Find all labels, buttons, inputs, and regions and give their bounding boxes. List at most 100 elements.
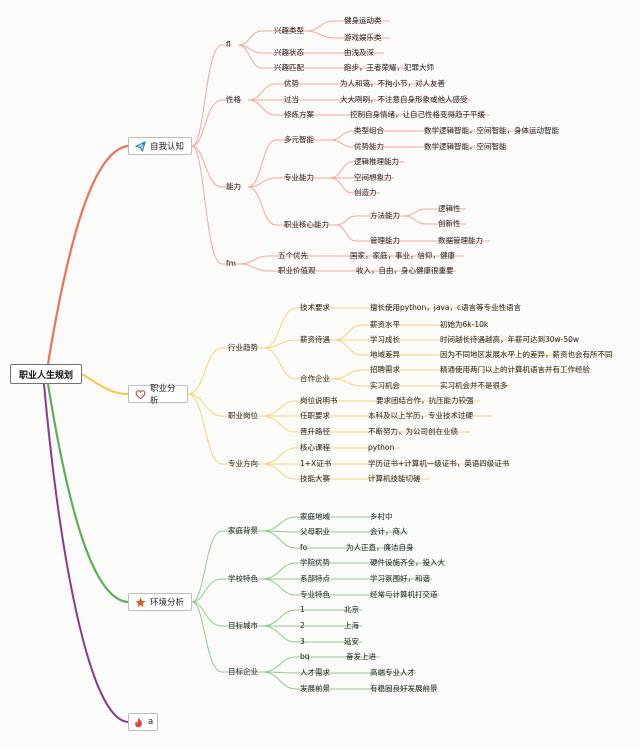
node-industry-trend[interactable]: 行业趋势 (228, 343, 258, 352)
node-skill-contest-value[interactable]: 计算机技能切磋 (368, 474, 421, 483)
node-logicality[interactable]: 逻辑性 (438, 204, 461, 213)
node-city-1[interactable]: 1 (300, 605, 305, 614)
node-fo[interactable]: fo (300, 543, 308, 552)
node-hobbies[interactable]: 跑步，王者荣耀，犯罪大师 (344, 63, 434, 72)
node-job-description[interactable]: 岗位说明书 (300, 396, 338, 405)
node-five-priorities-value[interactable]: 国家，家庭，事业，信仰，健康 (350, 251, 455, 260)
node-fo-value[interactable]: 为人正直，廉洁自身 (346, 543, 414, 552)
node-method-ability[interactable]: 方法能力 (370, 211, 400, 220)
node-data-management[interactable]: 数据管理能力 (438, 236, 483, 245)
node-job-requirement-value[interactable]: 本科及以上学历，专业技术过硬 (368, 411, 473, 420)
node-target-city[interactable]: 目标城市 (228, 621, 258, 630)
node-city-2-value[interactable]: 上海 (344, 621, 359, 630)
node-practice-plan-value[interactable]: 控制自身情绪，让自己性格变得趋于平缓 (350, 110, 485, 119)
node-regional-difference-value[interactable]: 因为不同地区发展水平上的差异，薪资也会有所不同 (440, 350, 613, 359)
node-bq-value[interactable]: 奋发上进 (346, 652, 376, 661)
node-major-feature[interactable]: 专业特色 (300, 590, 330, 599)
node-logic-reasoning[interactable]: 逻辑推理能力 (354, 157, 399, 166)
node-development-prospect[interactable]: 发展前景 (300, 684, 330, 693)
node-city-3[interactable]: 3 (300, 637, 305, 646)
node-department-feature-value[interactable]: 学习氛围好，和谐 (370, 574, 430, 583)
node-salary-level[interactable]: 薪资水平 (370, 320, 400, 329)
node-excess[interactable]: 过当 (284, 95, 299, 104)
node-tech-requirement-value[interactable]: 擅长使用python，java，c语言等专业性语言 (370, 303, 522, 312)
node-city-3-value[interactable]: 延安 (344, 637, 359, 646)
node-core-course-value[interactable]: python (368, 443, 395, 452)
node-internship[interactable]: 实习机会 (370, 381, 400, 390)
node-multiple-intelligence[interactable]: 多元智能 (284, 135, 314, 144)
node-salary-level-value[interactable]: 初始为6k-10k (440, 320, 489, 329)
branch-self[interactable]: 自我认知 (128, 137, 192, 155)
node-parents-job[interactable]: 父母职业 (300, 527, 330, 536)
node-practice-plan[interactable]: 修炼方案 (284, 110, 314, 119)
node-fitness[interactable]: 健身运动类 (344, 16, 382, 25)
node-interest-match[interactable]: 兴趣匹配 (274, 63, 304, 72)
branch-career[interactable]: 职业分析 (128, 384, 188, 406)
node-spatial-imagination[interactable]: 空间想象力 (354, 173, 392, 182)
node-major-direction[interactable]: 专业方向 (228, 459, 258, 468)
node-shallow-deep[interactable]: 由浅及深 (344, 48, 374, 57)
node-management-ability[interactable]: 管理能力 (370, 236, 400, 245)
node-type-combination-value[interactable]: 数学逻辑智能，空间智能，身体运动智能 (424, 126, 559, 135)
branch-career-label: 职业分析 (150, 384, 176, 406)
node-city-2[interactable]: 2 (300, 621, 305, 630)
node-job-description-value[interactable]: 要求团结合作，抗压能力较强 (376, 396, 474, 405)
node-professional-ability[interactable]: 专业能力 (284, 173, 314, 182)
node-core-ability[interactable]: 职业核心能力 (284, 220, 329, 229)
node-family-region[interactable]: 家庭地域 (300, 512, 330, 521)
node-core-course[interactable]: 核心课程 (300, 443, 330, 452)
branch-env[interactable]: 环境分析 (128, 593, 192, 611)
node-college-advantage-value[interactable]: 硬件设施齐全，投入大 (370, 558, 445, 567)
node-five-priorities[interactable]: 五个优先 (278, 251, 308, 260)
node-strength[interactable]: 优势 (284, 79, 299, 88)
node-salary[interactable]: 薪资待遇 (300, 335, 330, 344)
node-recruitment-demand[interactable]: 招聘需求 (370, 365, 400, 374)
node-learning-growth-value[interactable]: 时间越长待遇越高，年薪可达到30w-50w (440, 335, 580, 344)
node-tech-requirement[interactable]: 技术要求 (300, 303, 330, 312)
node-interest-state[interactable]: 兴趣状态 (274, 48, 304, 57)
node-parents-job-value[interactable]: 会计，商人 (370, 527, 408, 536)
node-innovation[interactable]: 创新性 (438, 219, 461, 228)
node-strength-value[interactable]: 为人和蔼，不拘小节，对人友善 (340, 79, 445, 88)
node-talent-demand-value[interactable]: 高端专业人才 (370, 668, 415, 677)
node-family-region-value[interactable]: 乡村中 (370, 512, 393, 521)
node-skill-contest[interactable]: 技能大赛 (300, 474, 330, 483)
node-recruitment-demand-value[interactable]: 精通使用两门以上的计算机语言并有工作经验 (440, 365, 590, 374)
node-1x-certificate-value[interactable]: 学历证书+计算机一级证书，英语四级证书 (368, 459, 510, 468)
node-excess-value[interactable]: 大大咧咧，不注意自身形象或他人感受 (340, 95, 468, 104)
node-1x-certificate[interactable]: 1+X证书 (300, 459, 332, 468)
node-talent-demand[interactable]: 人才需求 (300, 668, 330, 677)
node-advantage-ability-value[interactable]: 数学逻辑智能，空间智能 (424, 142, 507, 151)
node-internship-value[interactable]: 实习机会并不是很多 (440, 381, 508, 390)
root-node[interactable]: 职业人生规划 (10, 364, 82, 384)
node-promotion-path[interactable]: 晋升路径 (300, 427, 330, 436)
node-career-values-value[interactable]: 收入，自由，身心健康很重要 (356, 266, 454, 275)
node-department-feature[interactable]: 系部特点 (300, 574, 330, 583)
node-bq[interactable]: bq (300, 652, 310, 661)
node-target-enterprise[interactable]: 目标企业 (228, 667, 258, 676)
node-regional-difference[interactable]: 地域差异 (370, 350, 400, 359)
node-fm[interactable]: fm (226, 259, 236, 268)
node-interest-type[interactable]: 兴趣类型 (274, 26, 304, 35)
heart-icon (135, 389, 146, 400)
node-gaming[interactable]: 游戏娱乐类 (344, 33, 382, 42)
node-career-values[interactable]: 职业价值观 (278, 266, 316, 275)
node-advantage-ability[interactable]: 优势能力 (354, 142, 384, 151)
node-family-background[interactable]: 家庭背景 (228, 526, 258, 535)
node-development-prospect-value[interactable]: 有稳固良好发展前景 (370, 684, 438, 693)
node-ability[interactable]: 能力 (226, 182, 241, 191)
node-fl[interactable]: fl (226, 40, 231, 49)
node-personality[interactable]: 性格 (226, 95, 241, 104)
node-partner-enterprise[interactable]: 合作企业 (300, 374, 330, 383)
node-creativity[interactable]: 创造力 (354, 188, 377, 197)
branch-a[interactable]: a (128, 713, 158, 731)
node-major-feature-value[interactable]: 经常与计算机打交道 (370, 590, 438, 599)
node-type-combination[interactable]: 类型组合 (354, 126, 384, 135)
node-school-feature[interactable]: 学校特色 (228, 574, 258, 583)
node-job-requirement[interactable]: 任职要求 (300, 411, 330, 420)
node-college-advantage[interactable]: 学院优势 (300, 558, 330, 567)
node-city-1-value[interactable]: 北京 (344, 605, 359, 614)
node-job-position[interactable]: 职业岗位 (228, 411, 258, 420)
node-promotion-path-value[interactable]: 不断努力，为公司创在业绩 (368, 427, 458, 436)
node-learning-growth[interactable]: 学习成长 (370, 335, 400, 344)
